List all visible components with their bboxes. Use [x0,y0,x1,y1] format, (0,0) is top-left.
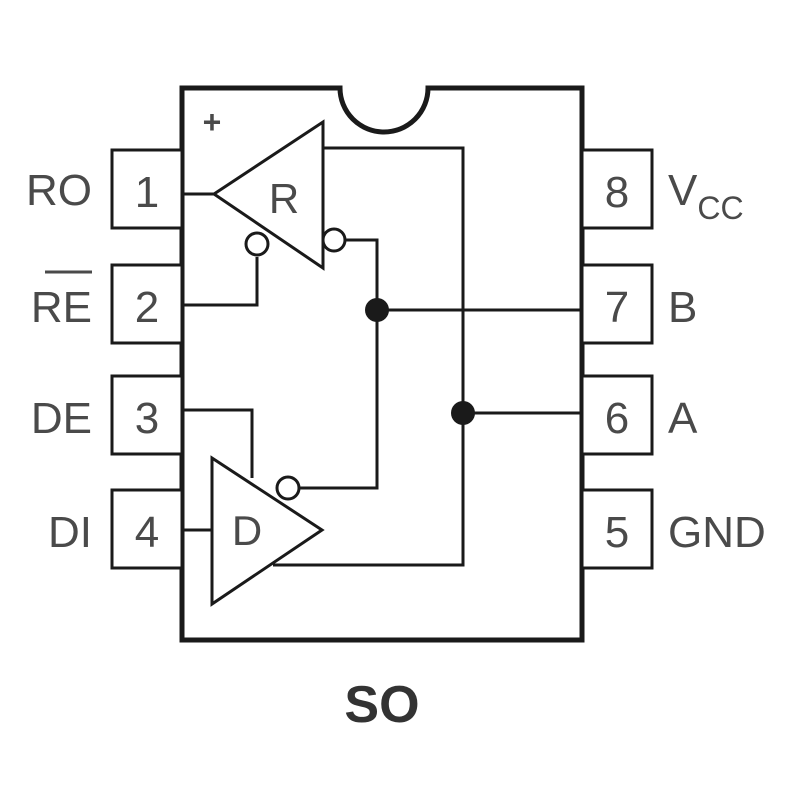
pin-label-b: B [668,283,697,332]
pin-number-7: 7 [605,283,629,332]
pin-label-vcc-main: V [668,166,698,215]
pin-number-2: 2 [135,283,159,332]
junction-b [365,298,389,322]
pin-box-7 [580,263,654,345]
pin-label-de: DE [31,394,92,443]
receiver-input-bubble [321,227,347,253]
pin-label-gnd: GND [668,508,766,557]
pin-label-vcc: VCC [668,166,744,226]
receiver-triangle [211,119,325,271]
pin-number-6: 6 [605,394,629,443]
pin-number-8: 8 [605,168,629,217]
pin-number-1: 1 [135,168,159,217]
pin-box-4 [110,488,184,570]
pin-box-3 [110,374,184,456]
receiver-enable-bubble [244,231,270,257]
pin-number-3: 3 [135,394,159,443]
pin-box-8 [580,148,654,230]
driver-label: D [232,507,262,554]
pin-number-5: 5 [605,508,629,557]
pin1-marker: + [203,104,222,140]
pin-box-1 [110,148,184,230]
driver-output-bubble [275,475,301,501]
junction-a [451,401,475,425]
pin-box-6 [580,374,654,456]
receiver-label: R [269,175,299,222]
driver-triangle [210,455,325,607]
pin-label-a: A [668,394,698,443]
pin-box-5 [580,488,654,570]
pin-number-4: 4 [135,508,159,557]
package-caption: SO [344,676,419,734]
pin-label-re: RE [31,283,92,332]
pin-label-di: DI [48,508,92,557]
pin-box-2 [110,263,184,345]
pin-label-vcc-sub: CC [697,190,743,226]
pin-label-ro: RO [26,166,92,215]
wiring [182,146,582,567]
